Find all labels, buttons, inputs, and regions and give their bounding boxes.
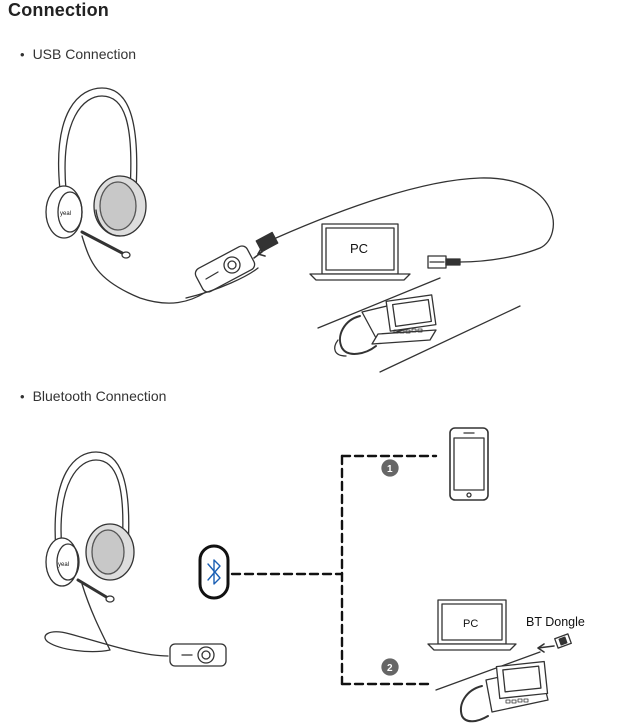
usb-inline-controller xyxy=(194,245,256,293)
usb-headset-earcup-right xyxy=(93,175,147,237)
section-bluetooth-connection: Bluetooth Connection xyxy=(20,388,167,404)
bt-headset-earcup-left: yeal xyxy=(45,537,80,587)
usb-desk-phone xyxy=(334,294,437,357)
svg-text:yeal: yeal xyxy=(58,562,69,568)
bt-headset-band xyxy=(54,451,130,553)
bt-desk-phone xyxy=(460,660,549,723)
page-title: Connection xyxy=(8,0,109,20)
svg-text:yeal: yeal xyxy=(60,211,71,217)
bt-mobile-phone xyxy=(449,427,489,501)
step-1-marker xyxy=(381,459,399,477)
usb-pc-label: PC xyxy=(350,241,368,256)
bt-dongle-label: BT Dongle xyxy=(526,615,585,629)
rj-connector xyxy=(427,255,461,269)
bt-dongle-arrow-icon xyxy=(537,643,555,653)
usb-headset-mic xyxy=(80,230,126,256)
usb-headset-band xyxy=(58,87,138,191)
bt-dashed-links xyxy=(230,454,438,686)
usb-arrow-icon xyxy=(257,246,269,257)
usb-headset-earcup-left: yeal xyxy=(45,185,83,239)
bt-dongle xyxy=(554,633,572,649)
step-2-label: 2 xyxy=(387,663,393,674)
bt-laptop-pc xyxy=(427,599,517,651)
section-usb-connection: USB Connection xyxy=(20,46,137,62)
step-1-label: 1 xyxy=(387,464,393,475)
bt-pc-label: PC xyxy=(463,618,478,630)
bt-headset-earcup-right xyxy=(85,523,135,581)
step-2-marker xyxy=(381,658,399,676)
usb-laptop-pc xyxy=(309,223,411,281)
bt-inline-controller xyxy=(169,643,227,667)
bt-headset-mic xyxy=(76,578,110,600)
bluetooth-icon xyxy=(198,544,230,600)
